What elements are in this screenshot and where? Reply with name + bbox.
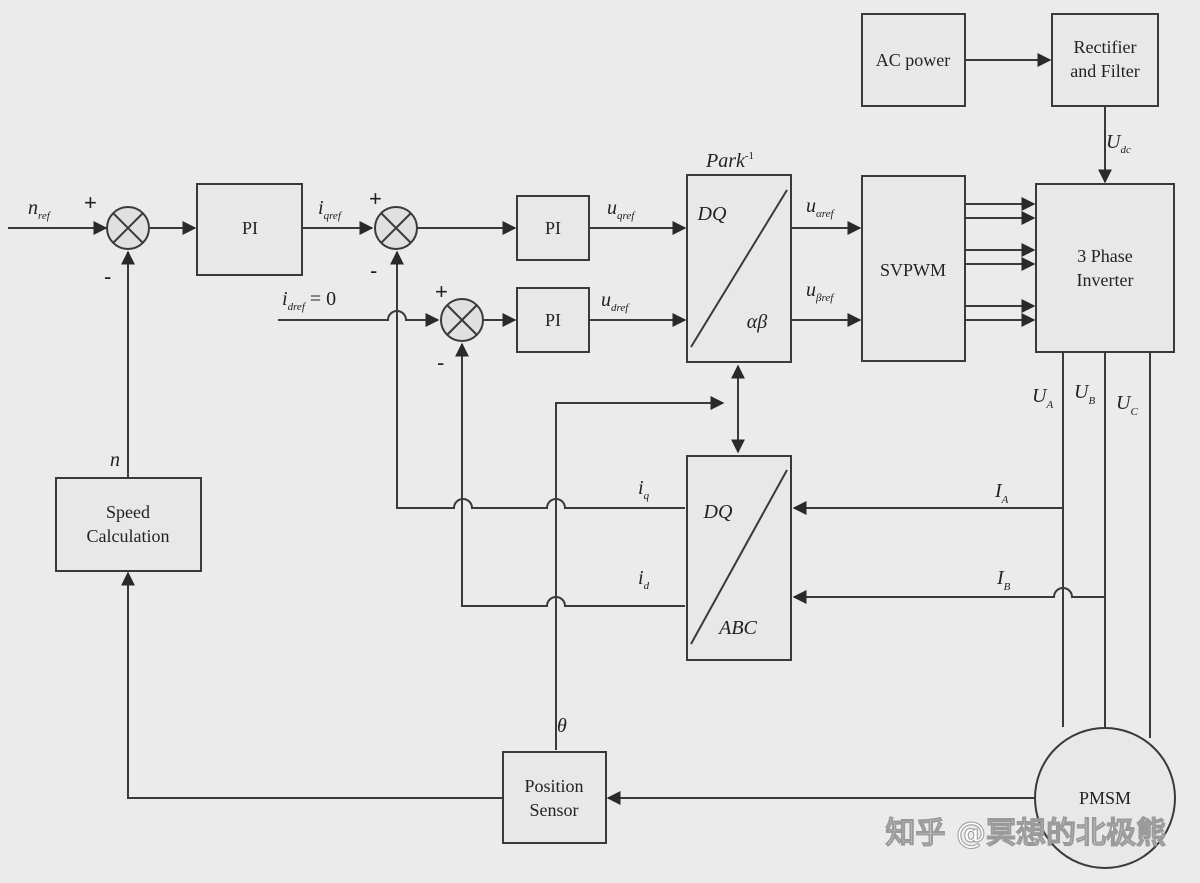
- pi-q-block: PI: [516, 195, 590, 261]
- sum-junction-id: [440, 298, 484, 342]
- rectifier-block: Rectifier and Filter: [1051, 13, 1159, 107]
- filter-label: and Filter: [1070, 61, 1140, 81]
- park-block: DQ ABC: [686, 455, 792, 661]
- position-sensor-block: Position Sensor: [502, 751, 607, 844]
- pmsm-label: PMSM: [1079, 788, 1131, 808]
- summing-signs: + - + - + -: [84, 186, 448, 375]
- ua-label: UA: [1032, 385, 1053, 411]
- pi-d-block: PI: [516, 287, 590, 353]
- n-label: n: [110, 449, 120, 471]
- ac-power-label: AC power: [876, 50, 951, 70]
- svpwm-block: SVPWM: [861, 175, 966, 362]
- uqref-label: uqref: [607, 197, 636, 222]
- iq-plus-sign: +: [369, 186, 382, 211]
- position-sensor-label-2: Sensor: [530, 800, 579, 820]
- sum-junction-iq: [374, 206, 418, 250]
- id-minus-sign: -: [437, 350, 444, 375]
- iqref-label: iqref: [318, 197, 343, 222]
- watermark-text: 知乎 @冥想的北极熊: [886, 816, 1166, 851]
- udc-label: Udc: [1106, 131, 1131, 156]
- theta-line: [555, 396, 725, 750]
- rectifier-label: Rectifier: [1074, 37, 1137, 57]
- pwm-lines: [966, 197, 1036, 327]
- pmsm-motor: PMSM: [1034, 727, 1176, 869]
- speed-calc-label-1: Speed: [106, 502, 150, 522]
- ib-label: IB: [996, 567, 1011, 593]
- iq-label: iq: [638, 477, 650, 502]
- inverse-park-bottom-label: αβ: [747, 311, 767, 333]
- ib-feedback-line: [792, 587, 1105, 604]
- pi-speed-block: PI: [196, 183, 303, 276]
- iq-minus-sign: -: [370, 258, 377, 283]
- n-ref-label: nref: [28, 197, 52, 222]
- theta-label: θ: [557, 715, 567, 737]
- udref-label: udref: [601, 289, 630, 314]
- pi-q-label: PI: [545, 218, 561, 238]
- inverse-park-title: Park-1: [705, 150, 754, 172]
- speed-minus-sign: -: [104, 264, 111, 289]
- speed-calculation-block: Speed Calculation: [55, 477, 202, 572]
- inverse-park-block: DQ αβ: [686, 174, 792, 363]
- id-plus-sign: +: [435, 279, 448, 304]
- inverter-label-1: 3 Phase: [1077, 246, 1133, 266]
- park-top-label: DQ: [703, 501, 733, 523]
- inverter-label-2: Inverter: [1077, 270, 1134, 290]
- iq-feedback-line: [390, 250, 685, 509]
- ac-power-block: AC power: [861, 13, 966, 107]
- connection-lines: [8, 53, 1151, 805]
- inverter-block: 3 Phase Inverter: [1035, 183, 1175, 353]
- sum-junction-speed: [106, 206, 150, 250]
- ub-label: UB: [1074, 381, 1095, 407]
- uc-label: UC: [1116, 392, 1138, 418]
- id-label: id: [638, 567, 650, 592]
- svpwm-label: SVPWM: [880, 260, 946, 280]
- speed-plus-sign: +: [84, 190, 97, 215]
- park-bottom-label: ABC: [717, 617, 757, 639]
- ia-label: IA: [994, 480, 1009, 506]
- speed-calc-label-2: Calculation: [87, 526, 170, 546]
- position-to-speed-line: [121, 571, 502, 799]
- ubetaref-label: uβref: [806, 279, 835, 304]
- id-feedback-line: [455, 342, 685, 607]
- ualpharef-label: uαref: [806, 195, 836, 220]
- pi-speed-label: PI: [242, 218, 258, 238]
- signal-labels: nref iqref idref = 0 uqref udref uαref u…: [28, 131, 1138, 737]
- inverse-park-top-label: DQ: [697, 203, 727, 225]
- position-sensor-label-1: Position: [524, 776, 583, 796]
- idref-label: idref = 0: [282, 288, 336, 313]
- pi-d-label: PI: [545, 310, 561, 330]
